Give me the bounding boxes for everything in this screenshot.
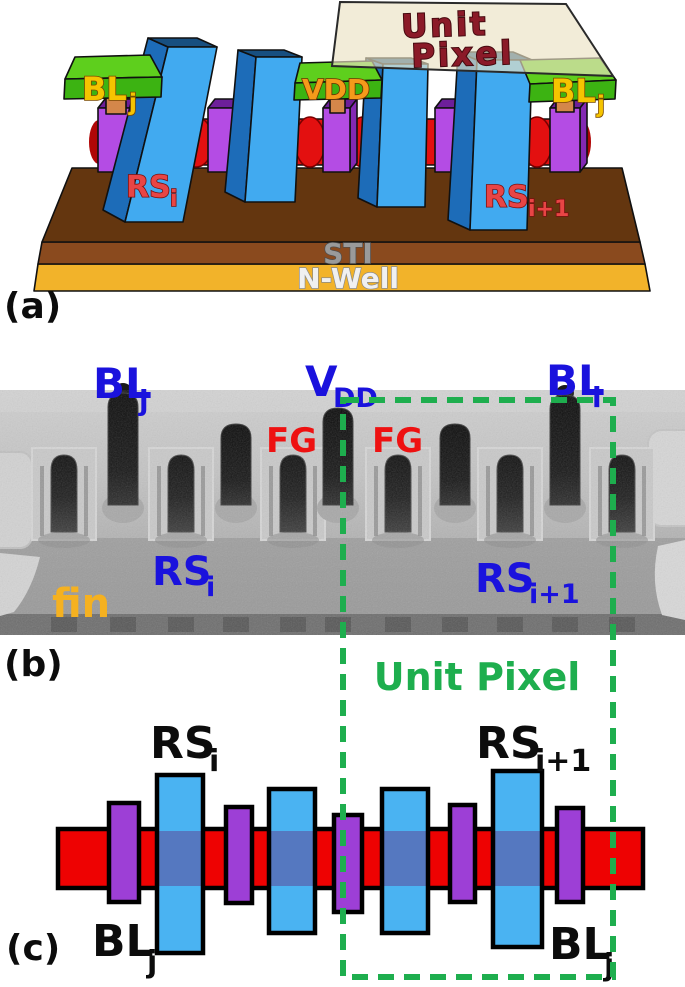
nwell-label: N-Well (297, 262, 399, 295)
unit-pixel-sheet-title: Unit Pixel (400, 3, 516, 76)
bl-right-label: BL (551, 72, 596, 110)
c-rs-i-label: RS (150, 718, 216, 769)
sti-label: STI (323, 237, 373, 270)
b-vdd-label: V (305, 357, 338, 406)
fin-gates-3d (102, 37, 533, 231)
unit-pixel-line1: Unit (401, 4, 489, 45)
c-bl-left-label: BL (92, 916, 154, 967)
unit-pixel-sheet (330, 0, 615, 78)
c-gate-line-rs-i (154, 772, 206, 956)
b-bl-j-sub: j (138, 384, 149, 417)
panel-a-3d-schematic: Unit Pixel BL j VDD BL j RS i RS i+1 STI… (4, 0, 651, 327)
b-bl-j-label: BL (93, 359, 152, 408)
blue-fin-gate (224, 49, 303, 203)
panel-a-tag: (a) (4, 286, 61, 327)
b-rs-i-sub: i (206, 572, 215, 603)
c-contact-bars (106, 800, 586, 915)
b-bl-i-label: BL (546, 356, 605, 405)
panel-b-tag: (b) (4, 644, 63, 685)
panel-c-layout-schematic: RS i RS i+1 BL j BL j (c) (6, 718, 646, 983)
rs-i1-sub: i+1 (528, 197, 569, 222)
c-contact-bar (223, 804, 255, 906)
c-contact-bar (447, 802, 478, 905)
b-bl-i-sub: i (592, 381, 602, 414)
c-bl-left-sub: j (146, 945, 157, 980)
c-gate-line (379, 786, 431, 936)
unit-pixel-line2: Pixel (411, 34, 515, 76)
b-rs-i1-label: RS (475, 556, 535, 602)
c-rs-i-sub: i (209, 744, 219, 779)
bitline-plate-left (63, 54, 163, 100)
rs-i-sub: i (170, 187, 178, 212)
c-gate-line (266, 786, 318, 936)
b-fg-right-label: FG (372, 421, 423, 461)
c-gate-line-rs-i1 (490, 768, 545, 950)
b-rs-i-label: RS (152, 549, 212, 595)
c-rs-i1-label: RS (476, 718, 542, 769)
c-bl-right-label: BL (549, 919, 611, 970)
bl-left-sub: j (128, 90, 137, 116)
vdd-label: VDD (302, 73, 370, 106)
b-rs-i1-sub: i+1 (529, 579, 580, 610)
c-rs-i1-sub: i+1 (535, 744, 591, 779)
purple-contact-3d (549, 98, 588, 173)
unit-pixel-dashed-box (340, 397, 616, 980)
bl-right-sub: j (596, 92, 605, 118)
c-contact-bar (106, 800, 142, 905)
c-bl-right-sub: j (603, 948, 614, 983)
b-fg-left-label: FG (266, 421, 317, 461)
panel-c-tag: (c) (6, 928, 60, 969)
b-fin-label: fin (52, 581, 110, 627)
rs-i-label: RS (126, 170, 171, 205)
panel-b-tem-image: BL j V DD BL i FG FG RS i RS i+1 fin (b) (0, 356, 685, 685)
c-contact-bar (554, 805, 586, 905)
tem-grain-overlay (0, 390, 685, 635)
c-contact-bar (331, 812, 365, 915)
bl-left-label: BL (82, 70, 127, 108)
unit-pixel-box-label: Unit Pixel (374, 655, 581, 699)
rs-i1-label: RS (484, 180, 529, 215)
